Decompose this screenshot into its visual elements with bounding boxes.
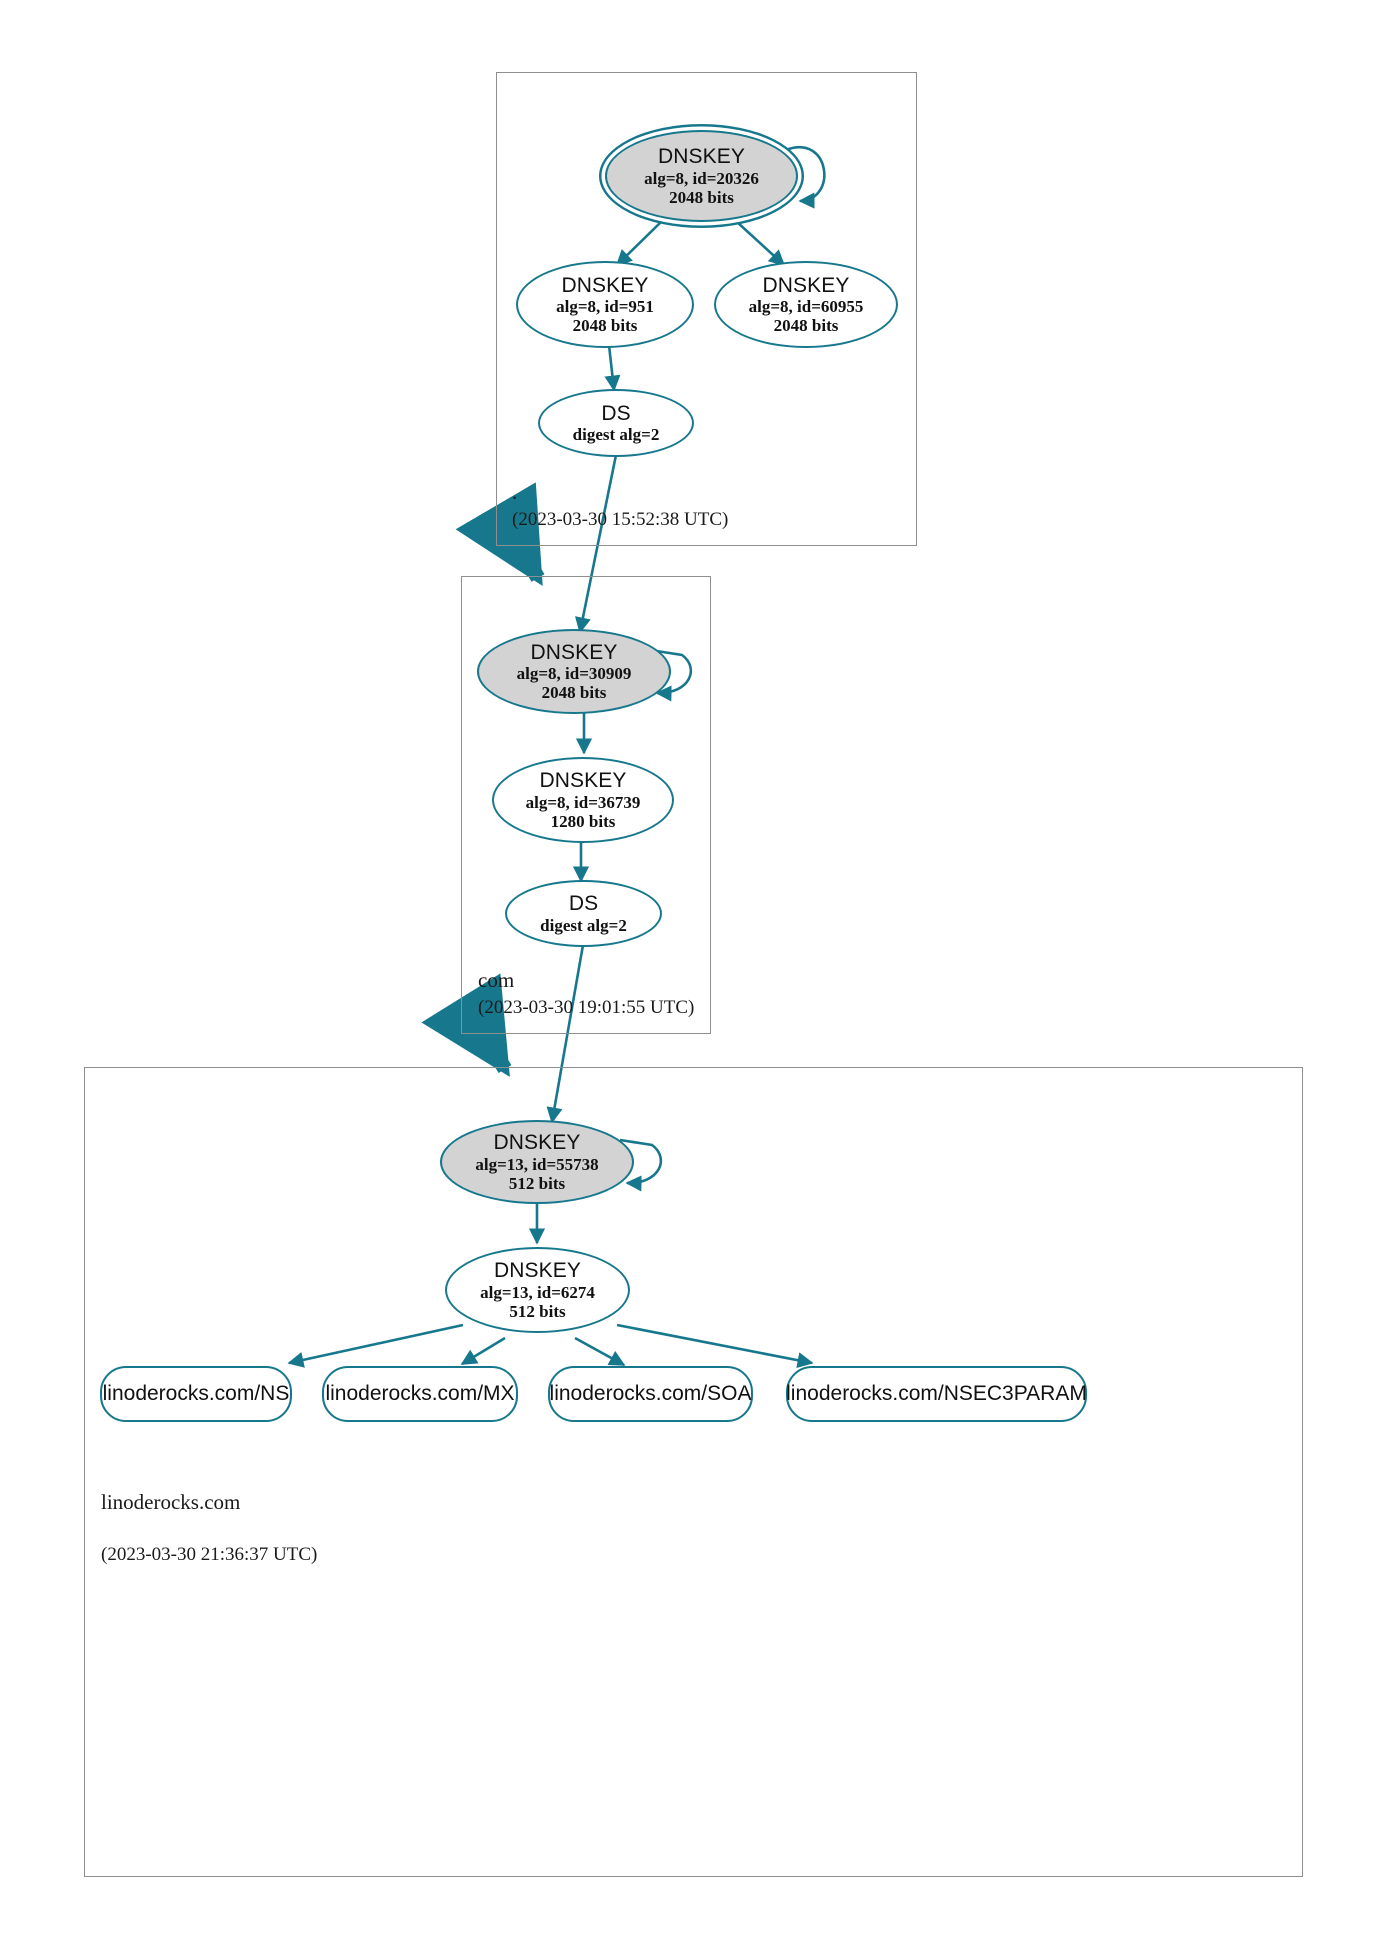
node-linoderocks-ksk[interactable]: DNSKEY alg=13, id=55738 512 bits: [440, 1120, 634, 1204]
edge-sign-lr-zsk-to-mx: [460, 1336, 506, 1366]
edge-self-sign-lr-ksk: [619, 1138, 663, 1192]
node-title: DNSKEY: [658, 145, 745, 169]
node-com-ds[interactable]: DS digest alg=2: [505, 880, 662, 947]
edge-zone-delegation-root-to-com: [455, 482, 545, 587]
node-title: DNSKEY: [539, 769, 627, 793]
node-keysize: 512 bits: [509, 1301, 566, 1321]
node-keyinfo: alg=8, id=30909: [516, 664, 632, 684]
node-keyinfo: alg=13, id=55738: [475, 1154, 599, 1174]
node-keysize: 1280 bits: [550, 811, 616, 831]
edge-sign-root-ksk-to-60955: [736, 221, 786, 267]
edge-sign-root-ksk-to-951: [615, 221, 662, 267]
rrset-label: linoderocks.com/SOA: [549, 1382, 752, 1406]
edge-self-sign-com-ksk: [649, 648, 693, 702]
node-title: DNSKEY: [762, 273, 850, 297]
node-title: DNSKEY: [493, 1131, 581, 1155]
edge-sign-lr-zsk-to-ns: [287, 1323, 464, 1368]
node-title: DS: [568, 892, 599, 916]
rrset-node-mx[interactable]: linoderocks.com/MX: [322, 1366, 518, 1422]
zone-name-linoderocks: linoderocks.com: [101, 1490, 241, 1514]
edge-sign-lr-zsk-to-soa: [574, 1336, 626, 1367]
node-title: DNSKEY: [530, 640, 618, 664]
node-keyinfo: alg=8, id=20326: [644, 168, 759, 188]
rrset-node-ns[interactable]: linoderocks.com/NS: [100, 1366, 292, 1422]
rrset-label: linoderocks.com/NSEC3PARAM: [786, 1382, 1087, 1406]
rrset-node-soa[interactable]: linoderocks.com/SOA: [548, 1366, 753, 1422]
node-linoderocks-zsk[interactable]: DNSKEY alg=13, id=6274 512 bits: [445, 1247, 630, 1333]
zone-name-com: com: [478, 968, 515, 992]
node-root-ksk[interactable]: DNSKEY alg=8, id=20326 2048 bits: [605, 130, 798, 222]
rrset-node-nsec3param[interactable]: linoderocks.com/NSEC3PARAM: [786, 1366, 1087, 1422]
rrset-label: linoderocks.com/MX: [325, 1382, 515, 1406]
node-title: DNSKEY: [561, 273, 649, 297]
zone-box-linoderocks: [84, 1067, 1303, 1877]
zone-box-root: [496, 72, 917, 546]
node-root-ds[interactable]: DS digest alg=2: [538, 389, 694, 457]
edge-delegation-root-ds-to-com-ksk: [574, 454, 618, 634]
node-title: DNSKEY: [494, 1259, 581, 1283]
node-keysize: 512 bits: [508, 1173, 566, 1193]
node-keyinfo: alg=8, id=60955: [748, 297, 864, 317]
node-keyinfo: alg=8, id=36739: [525, 792, 641, 812]
node-digest: digest alg=2: [572, 425, 660, 445]
edge-zone-delegation-com-to-linoderocks: [421, 973, 512, 1077]
rrset-label: linoderocks.com/NS: [102, 1382, 290, 1406]
zone-box-com: [461, 576, 711, 1034]
node-title: DS: [601, 401, 631, 425]
zone-timestamp-root: (2023-03-30 15:52:38 UTC): [512, 509, 729, 530]
node-keysize: 2048 bits: [773, 316, 839, 336]
edge-sign-lr-zsk-to-nsec3param: [616, 1323, 814, 1369]
node-keysize: 2048 bits: [541, 683, 607, 703]
zone-timestamp-com: (2023-03-30 19:01:55 UTC): [478, 997, 695, 1018]
node-keyinfo: alg=13, id=6274: [480, 1282, 595, 1302]
node-com-ksk[interactable]: DNSKEY alg=8, id=30909 2048 bits: [477, 629, 671, 714]
node-digest: digest alg=2: [540, 915, 627, 935]
node-root-zsk-60955[interactable]: DNSKEY alg=8, id=60955 2048 bits: [714, 261, 898, 348]
zone-name-root: .: [512, 480, 518, 504]
node-keysize: 2048 bits: [669, 187, 734, 207]
node-keyinfo: alg=8, id=951: [556, 297, 654, 317]
node-root-zsk-951[interactable]: DNSKEY alg=8, id=951 2048 bits: [516, 261, 694, 348]
node-keysize: 2048 bits: [572, 316, 638, 336]
zone-timestamp-linoderocks: (2023-03-30 21:36:37 UTC): [101, 1544, 318, 1565]
edge-self-sign-root-ksk: [785, 146, 826, 209]
edge-sign-root-951-to-ds: [604, 344, 621, 392]
node-com-zsk[interactable]: DNSKEY alg=8, id=36739 1280 bits: [492, 757, 674, 843]
